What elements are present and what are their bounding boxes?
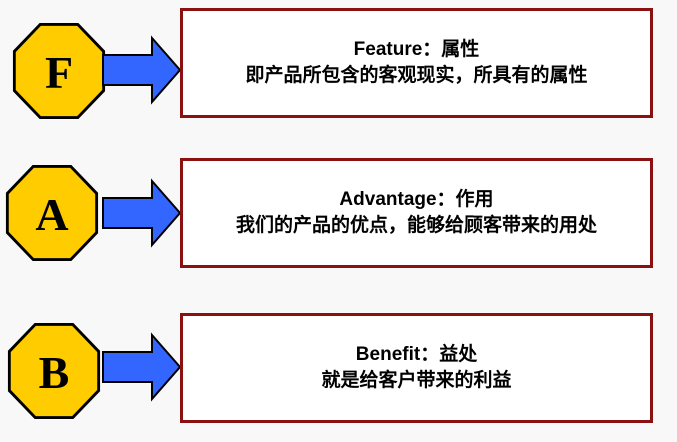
box-title-feature: Feature：属性 — [353, 39, 480, 60]
octagon-benefit: B — [7, 322, 101, 420]
box-description-benefit: 就是给客户带来的利益 — [321, 370, 512, 391]
octagon-feature: F — [12, 22, 106, 120]
octagon-shape-icon — [12, 22, 106, 120]
info-box-feature: Feature：属性 即产品所包含的客观现实，所具有的属性 — [180, 8, 653, 118]
arrow-right-icon — [102, 178, 182, 248]
octagon-advantage: A — [5, 164, 99, 262]
octagon-shape-icon — [7, 322, 101, 420]
octagon-letter-a: A — [35, 188, 69, 240]
info-box-advantage: Advantage：作用 我们的产品的优点，能够给顾客带来的用处 — [180, 158, 653, 268]
info-box-benefit: Benefit：益处 就是给客户带来的利益 — [180, 313, 653, 423]
octagon-letter-f: F — [44, 46, 74, 98]
octagon-shape-icon — [5, 164, 99, 262]
arrow-right-icon — [102, 332, 182, 402]
box-title-benefit: Benefit：益处 — [355, 344, 478, 365]
box-title-advantage: Advantage：作用 — [339, 189, 494, 210]
box-description-advantage: 我们的产品的优点，能够给顾客带来的用处 — [235, 215, 597, 236]
octagon-letter-b: B — [38, 346, 70, 398]
arrow-right-icon — [102, 35, 182, 105]
box-description-feature: 即产品所包含的客观现实，所具有的属性 — [245, 65, 588, 86]
